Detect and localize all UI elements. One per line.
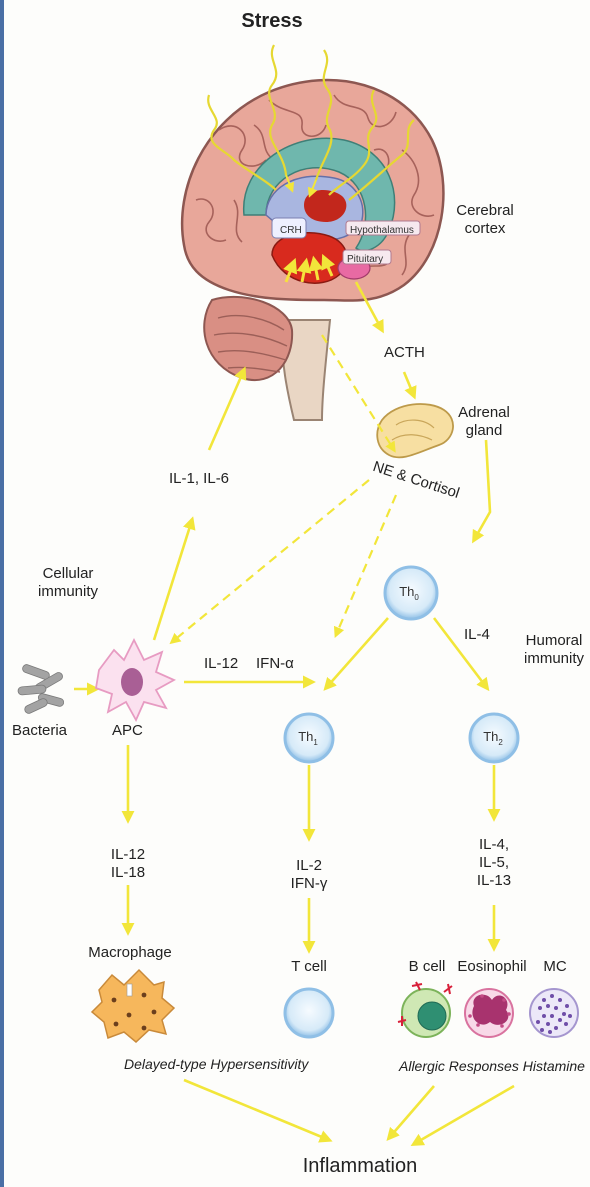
ifng-line: IFN-γ [291, 875, 328, 893]
adrenal-gland-illustration [377, 404, 453, 457]
cerebral-cortex-line1: Cerebral [456, 202, 514, 220]
il12-arrow-label: IL-12 [204, 655, 238, 673]
t-cell-label: T cell [291, 958, 327, 976]
inflammation-label: Inflammation [303, 1157, 418, 1175]
apc-cell-icon [96, 640, 174, 720]
mc-label: MC [543, 958, 566, 976]
hypothalamus-label: Hypothalamus [350, 222, 414, 240]
il4-arrow-label: IL-4 [464, 626, 490, 644]
il18-line: IL-18 [111, 864, 145, 882]
eosinophil-label: Eosinophil [457, 958, 526, 976]
il4-il5-il13-label: IL-4, IL-5, IL-13 [477, 836, 511, 890]
acth-label: ACTH [384, 344, 425, 362]
dashed-inhibition-arrows [172, 335, 396, 642]
ifn-alpha-label: IFN-α [256, 655, 294, 673]
il12-line: IL-12 [111, 846, 145, 864]
macrophage-icon [92, 970, 174, 1042]
il4-line: IL-4, [477, 836, 511, 854]
cellular-immunity-label: Cellular immunity [38, 565, 98, 601]
crh-label: CRH [280, 222, 302, 240]
th1-text: Th [298, 729, 313, 744]
th0-label: Th0 [399, 584, 419, 602]
th1-subscript: 1 [313, 738, 317, 747]
il12-il18-label: IL-12 IL-18 [111, 846, 145, 882]
humoral-immunity-label: Humoral immunity [524, 632, 584, 668]
apc-label: APC [112, 722, 143, 740]
b-cell-label: B cell [409, 958, 446, 976]
th0-subscript: 0 [414, 593, 418, 602]
th0-text: Th [399, 584, 414, 599]
th2-text: Th [483, 729, 498, 744]
b-cell-icon [398, 982, 452, 1037]
eosinophil-icon [465, 989, 513, 1037]
th2-subscript: 2 [498, 738, 502, 747]
il1-il6-label: IL-1, IL-6 [169, 470, 229, 488]
mast-cell-icon [530, 989, 578, 1037]
adrenal-gland-line1: Adrenal [458, 404, 510, 422]
adrenal-gland-label: Adrenal gland [458, 404, 510, 440]
bacteria-label: Bacteria [12, 722, 67, 740]
th1-label: Th1 [298, 729, 318, 747]
humoral-immunity-line2: immunity [524, 650, 584, 668]
adrenal-gland-line2: gland [458, 422, 510, 440]
il2-line: IL-2 [291, 857, 328, 875]
humoral-immunity-line1: Humoral [524, 632, 584, 650]
il5-line: IL-5, [477, 854, 511, 872]
il13-line: IL-13 [477, 872, 511, 890]
t-cell-icon [285, 989, 333, 1037]
cerebral-cortex-line2: cortex [456, 220, 514, 238]
cerebral-cortex-label: Cerebral cortex [456, 202, 514, 238]
cellular-immunity-line2: immunity [38, 583, 98, 601]
il2-ifng-label: IL-2 IFN-γ [291, 857, 328, 893]
bacteria-icon [18, 663, 65, 714]
macrophage-label: Macrophage [88, 944, 171, 962]
pituitary-label: Pituitary [347, 251, 383, 269]
delayed-hypersensitivity-label: Delayed-type Hypersensitivity [124, 1055, 308, 1073]
brain-illustration [182, 80, 443, 420]
cellular-immunity-line1: Cellular [38, 565, 98, 583]
stress-title: Stress [241, 12, 302, 30]
allergic-responses-label: Allergic Responses Histamine [399, 1057, 585, 1075]
th2-label: Th2 [483, 729, 503, 747]
